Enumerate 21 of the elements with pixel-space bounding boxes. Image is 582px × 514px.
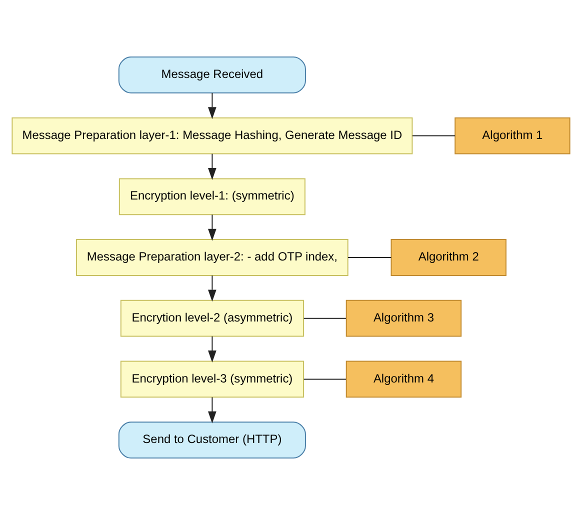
node-box: Message Preparation layer-2: - add OTP index, <box>76 238 348 276</box>
node-box: Algorithm 3 <box>346 299 462 336</box>
arrow <box>208 396 216 423</box>
node-box: Encryption level-1: (symmetric) <box>118 178 306 215</box>
node-box: Message Received <box>118 56 306 93</box>
node-box: Algorithm 4 <box>346 360 462 398</box>
node-box: Send to Customer (HTTP) <box>118 421 306 458</box>
connector <box>412 134 456 136</box>
arrow <box>208 92 216 119</box>
node-box: Algorithm 2 <box>390 238 506 276</box>
node-box: Encrytion level-2 (asymmetric) <box>120 299 304 336</box>
connector <box>303 378 346 380</box>
node-box: Encryption level-3 (symmetric) <box>120 360 304 398</box>
arrow <box>208 274 216 302</box>
node-box: Algorithm 1 <box>454 116 570 154</box>
arrow <box>208 214 216 240</box>
node-box: Message Preparation layer-1: Message Hashing, Generate Message ID <box>12 116 413 154</box>
connector <box>347 256 392 258</box>
arrow <box>208 335 216 362</box>
arrow <box>208 152 216 180</box>
connector <box>303 317 346 318</box>
